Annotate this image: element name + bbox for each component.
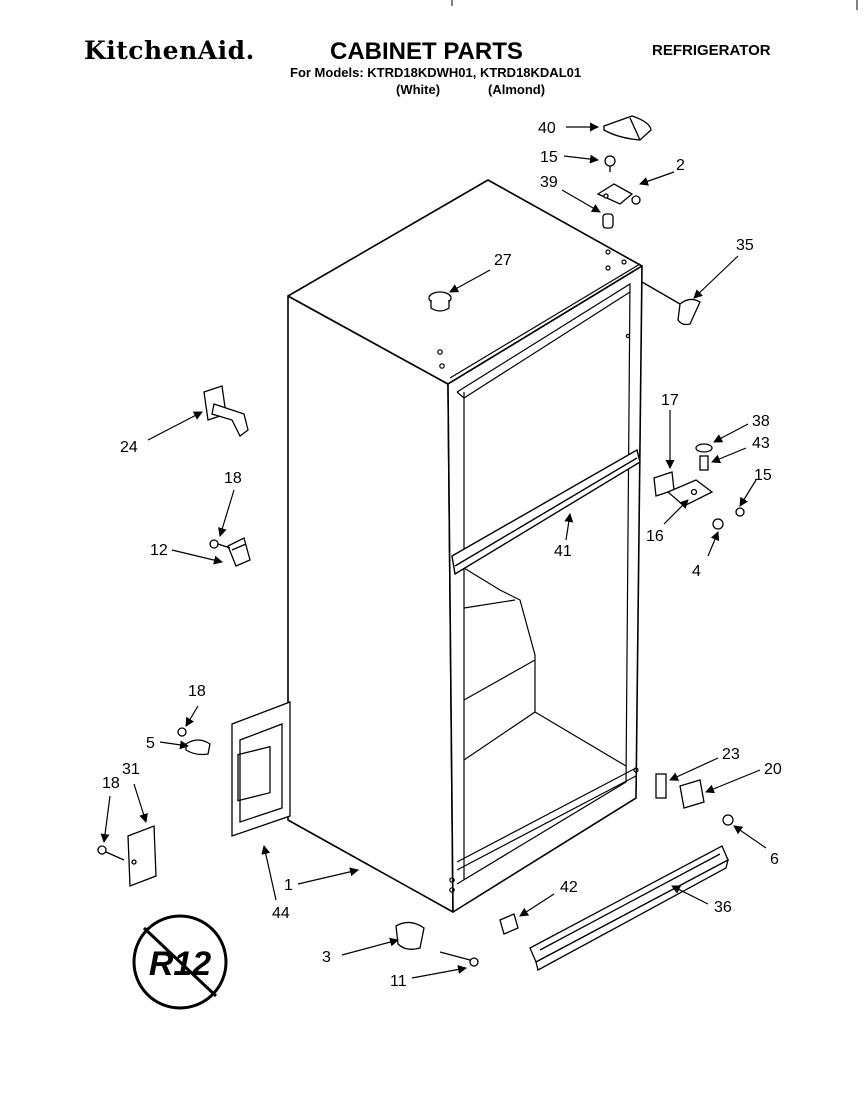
screw-part-15-top <box>604 155 616 172</box>
callout-11: 11 <box>390 973 407 990</box>
trim-clip-part-35 <box>641 281 701 326</box>
callout-16: 16 <box>646 528 664 545</box>
callout-24: 24 <box>120 439 138 456</box>
top-plug-part-27 <box>428 291 452 312</box>
cabinet-body <box>287 179 643 913</box>
page-title: CABINET PARTS <box>330 38 523 65</box>
bracket-part-12 <box>209 537 251 567</box>
mullion-bar-part-41 <box>451 448 641 576</box>
clamp-part-5 <box>177 727 211 756</box>
top-hinge-part-2 <box>596 183 641 205</box>
callout-15-top: 15 <box>540 149 558 166</box>
callout-31: 31 <box>122 761 140 778</box>
models-line: For Models: KTRD18KDWH01, KTRD18KDAL01 <box>290 65 582 80</box>
callout-4: 4 <box>692 563 701 580</box>
variant-white: (White) <box>396 82 441 97</box>
base-grille-part-36 <box>529 845 729 971</box>
leveler-group <box>655 773 734 826</box>
callout-18-middle: 18 <box>188 683 206 700</box>
page-corner-marks <box>451 0 858 10</box>
callout-labels: 40 15 2 39 27 35 24 17 38 43 15 18 12 16… <box>102 120 782 990</box>
brand-logo: KitchenAid. <box>84 36 255 65</box>
callout-15-mid: 15 <box>754 467 772 484</box>
callout-20: 20 <box>764 761 782 778</box>
control-part-24 <box>203 385 249 437</box>
clip-part-42 <box>499 913 519 935</box>
cabinet-inner-details <box>437 249 641 893</box>
r12-badge-icon: R12 <box>132 914 228 1010</box>
callout-2: 2 <box>676 157 685 174</box>
variant-almond: (Almond) <box>488 82 546 97</box>
leader-lines <box>100 122 767 979</box>
callout-3: 3 <box>322 949 331 966</box>
callout-5: 5 <box>146 735 155 752</box>
callout-17: 17 <box>661 392 679 409</box>
callout-43: 43 <box>752 435 770 452</box>
callout-18-upper: 18 <box>224 470 242 487</box>
callout-18-lower: 18 <box>102 775 120 792</box>
cover-part-31 <box>97 825 157 887</box>
callout-12: 12 <box>150 542 168 559</box>
callout-1: 1 <box>284 877 293 894</box>
hinge-part-3 <box>395 921 479 967</box>
callout-36: 36 <box>714 899 732 916</box>
callout-41: 41 <box>554 543 572 560</box>
side-panel-part-44 <box>231 701 291 837</box>
callout-38: 38 <box>752 413 770 430</box>
center-hinge-group <box>653 443 745 530</box>
appliance-type: REFRIGERATOR <box>652 42 771 59</box>
callout-6: 6 <box>770 851 779 868</box>
callout-44: 44 <box>272 905 290 922</box>
callout-42: 42 <box>560 879 578 896</box>
callout-35: 35 <box>736 237 754 254</box>
callout-27: 27 <box>494 252 512 269</box>
hinge-spacer-part-39 <box>602 213 614 229</box>
callout-23: 23 <box>722 746 740 763</box>
callout-39: 39 <box>540 174 558 191</box>
callout-40: 40 <box>538 120 556 137</box>
r12-badge-text: R12 <box>149 945 211 983</box>
hinge-cover-part-40 <box>603 115 652 141</box>
